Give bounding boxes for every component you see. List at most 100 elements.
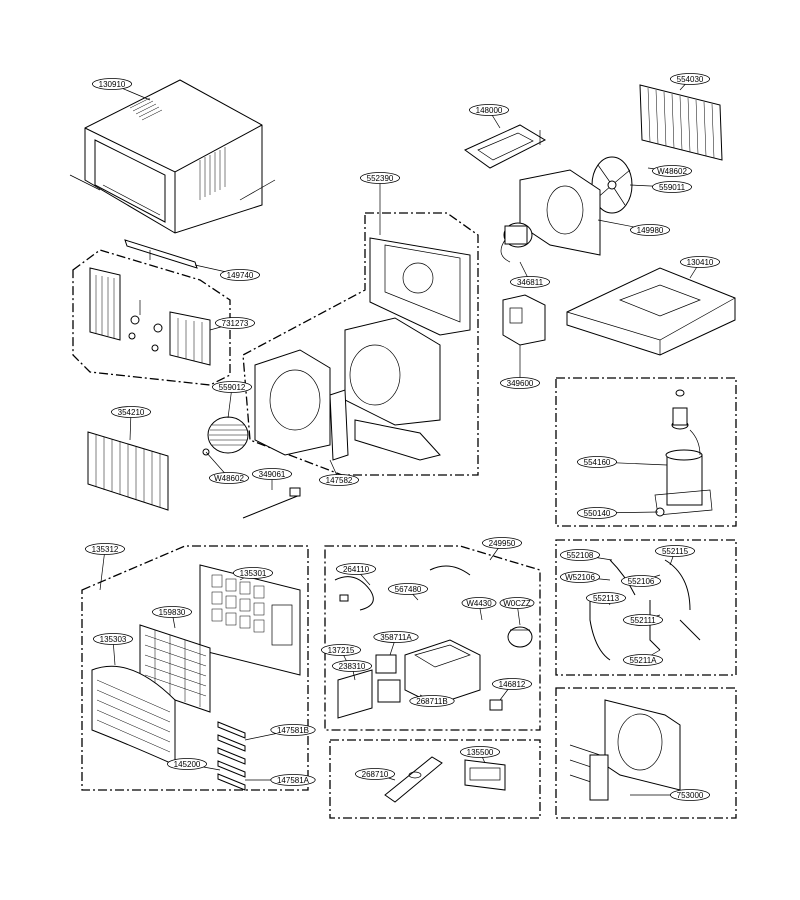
callout-268710: 268710 [354, 768, 396, 781]
control-bracket-bar [124, 239, 198, 269]
callout-label: 552108 [567, 551, 594, 560]
callout-label: 346811 [517, 278, 544, 287]
callout-135303: 135303 [93, 633, 134, 666]
callout-label: W48602 [657, 167, 687, 176]
callout-label: 146812 [499, 680, 526, 689]
callout-label: 567480 [395, 585, 422, 594]
boundary-remote [329, 739, 541, 819]
callout-label: 130910 [99, 80, 126, 89]
callout-554030: 554030 [670, 73, 711, 91]
callout-147581a: 147581A [245, 774, 316, 786]
callout-label: 159830 [159, 608, 186, 617]
top-bracket [464, 124, 547, 169]
capacitor [507, 626, 533, 648]
boundary-piping [555, 539, 737, 676]
callout-oval [270, 774, 316, 786]
callout-oval [509, 276, 550, 288]
callout-oval [92, 78, 133, 90]
callout-264110: 264110 [335, 563, 376, 586]
callout-label: 137215 [328, 646, 355, 655]
blower-wheel [202, 416, 249, 456]
callout-oval [359, 172, 400, 184]
boundary-fan-shroud [555, 687, 737, 819]
pcb-display [337, 654, 401, 719]
callout-oval [214, 317, 255, 329]
callout-label: 135312 [92, 545, 119, 554]
callout-238310: 238310 [331, 660, 372, 681]
callout-559011: 559011 [629, 181, 693, 193]
callout-oval [219, 269, 260, 281]
callout-148000: 148000 [468, 104, 509, 129]
base-pan [566, 267, 736, 356]
callout-149740: 149740 [194, 264, 260, 281]
callout-label: 148000 [476, 106, 503, 115]
callout-147581b: 147581B [244, 724, 316, 741]
callout-753000: 753000 [630, 789, 711, 801]
callout-552108: 552108 [560, 549, 613, 561]
callout-label: 349061 [259, 470, 286, 479]
callout-oval [621, 575, 662, 587]
control-panel [89, 267, 211, 366]
callout-label: 135500 [467, 748, 494, 757]
control-box [404, 639, 481, 706]
callout-label: 55211A [630, 656, 658, 665]
callout-oval [461, 597, 497, 609]
callout-oval [623, 654, 664, 666]
callout-552114: 55211A [623, 649, 664, 666]
callout-552390: 552390 [359, 172, 400, 235]
callout-559012: 559012 [211, 381, 252, 419]
callout-oval [577, 507, 618, 519]
callout-oval [481, 537, 522, 549]
callout-oval [151, 606, 192, 618]
callout-label: 554030 [677, 75, 704, 84]
callout-oval [499, 597, 535, 609]
callout-oval [251, 468, 292, 480]
callout-354210: 354210 [111, 406, 152, 441]
front-panel-frame [199, 564, 301, 676]
leader-line [99, 548, 106, 591]
callout-oval [85, 543, 126, 555]
remote-controller [384, 756, 443, 803]
callout-w52106: W52106 [560, 571, 611, 583]
evaporator-coil [87, 431, 169, 511]
boundary-electrical [324, 545, 541, 731]
callout-oval [670, 789, 711, 801]
callout-label: 268710 [362, 770, 389, 779]
callout-oval [409, 695, 455, 707]
callout-147582: 147582 [318, 459, 359, 486]
callout-349061: 349061 [251, 468, 292, 490]
callout-oval [630, 224, 671, 236]
callout-label: 145200 [174, 760, 201, 769]
callout-149980: 149980 [597, 219, 671, 236]
callout-oval [354, 768, 395, 780]
callout-550140: 550140 [577, 507, 659, 519]
callout-oval [468, 104, 509, 116]
callout-oval [232, 567, 273, 579]
callout-label: 349600 [507, 379, 534, 388]
callout-oval [320, 644, 361, 656]
callout-label: 753000 [677, 791, 704, 800]
callout-label: 550140 [584, 509, 611, 518]
callout-label: 238310 [339, 662, 366, 671]
boundary-front-panel [81, 545, 309, 791]
boundary-control-box [72, 249, 231, 386]
wire-harness [334, 565, 471, 611]
callout-oval [270, 724, 316, 736]
callout-label: W48602 [214, 474, 244, 483]
callout-552106: 552106 [621, 574, 662, 587]
condenser-coil [639, 84, 723, 161]
callout-label: 130410 [687, 258, 714, 267]
callout-552115: 552115 [655, 545, 696, 566]
callout-349600: 349600 [499, 345, 540, 389]
motor-mount [502, 294, 546, 346]
callout-label: 358711A [380, 633, 412, 642]
callout-oval [373, 631, 419, 643]
callout-oval [586, 592, 627, 604]
cabinet [69, 79, 276, 234]
callout-w0cz2: W0CZZ [499, 597, 535, 626]
callout-label: 264110 [343, 565, 370, 574]
callout-label: W4430 [466, 599, 492, 608]
callout-label: 149980 [637, 226, 664, 235]
callout-label: W52106 [565, 573, 595, 582]
